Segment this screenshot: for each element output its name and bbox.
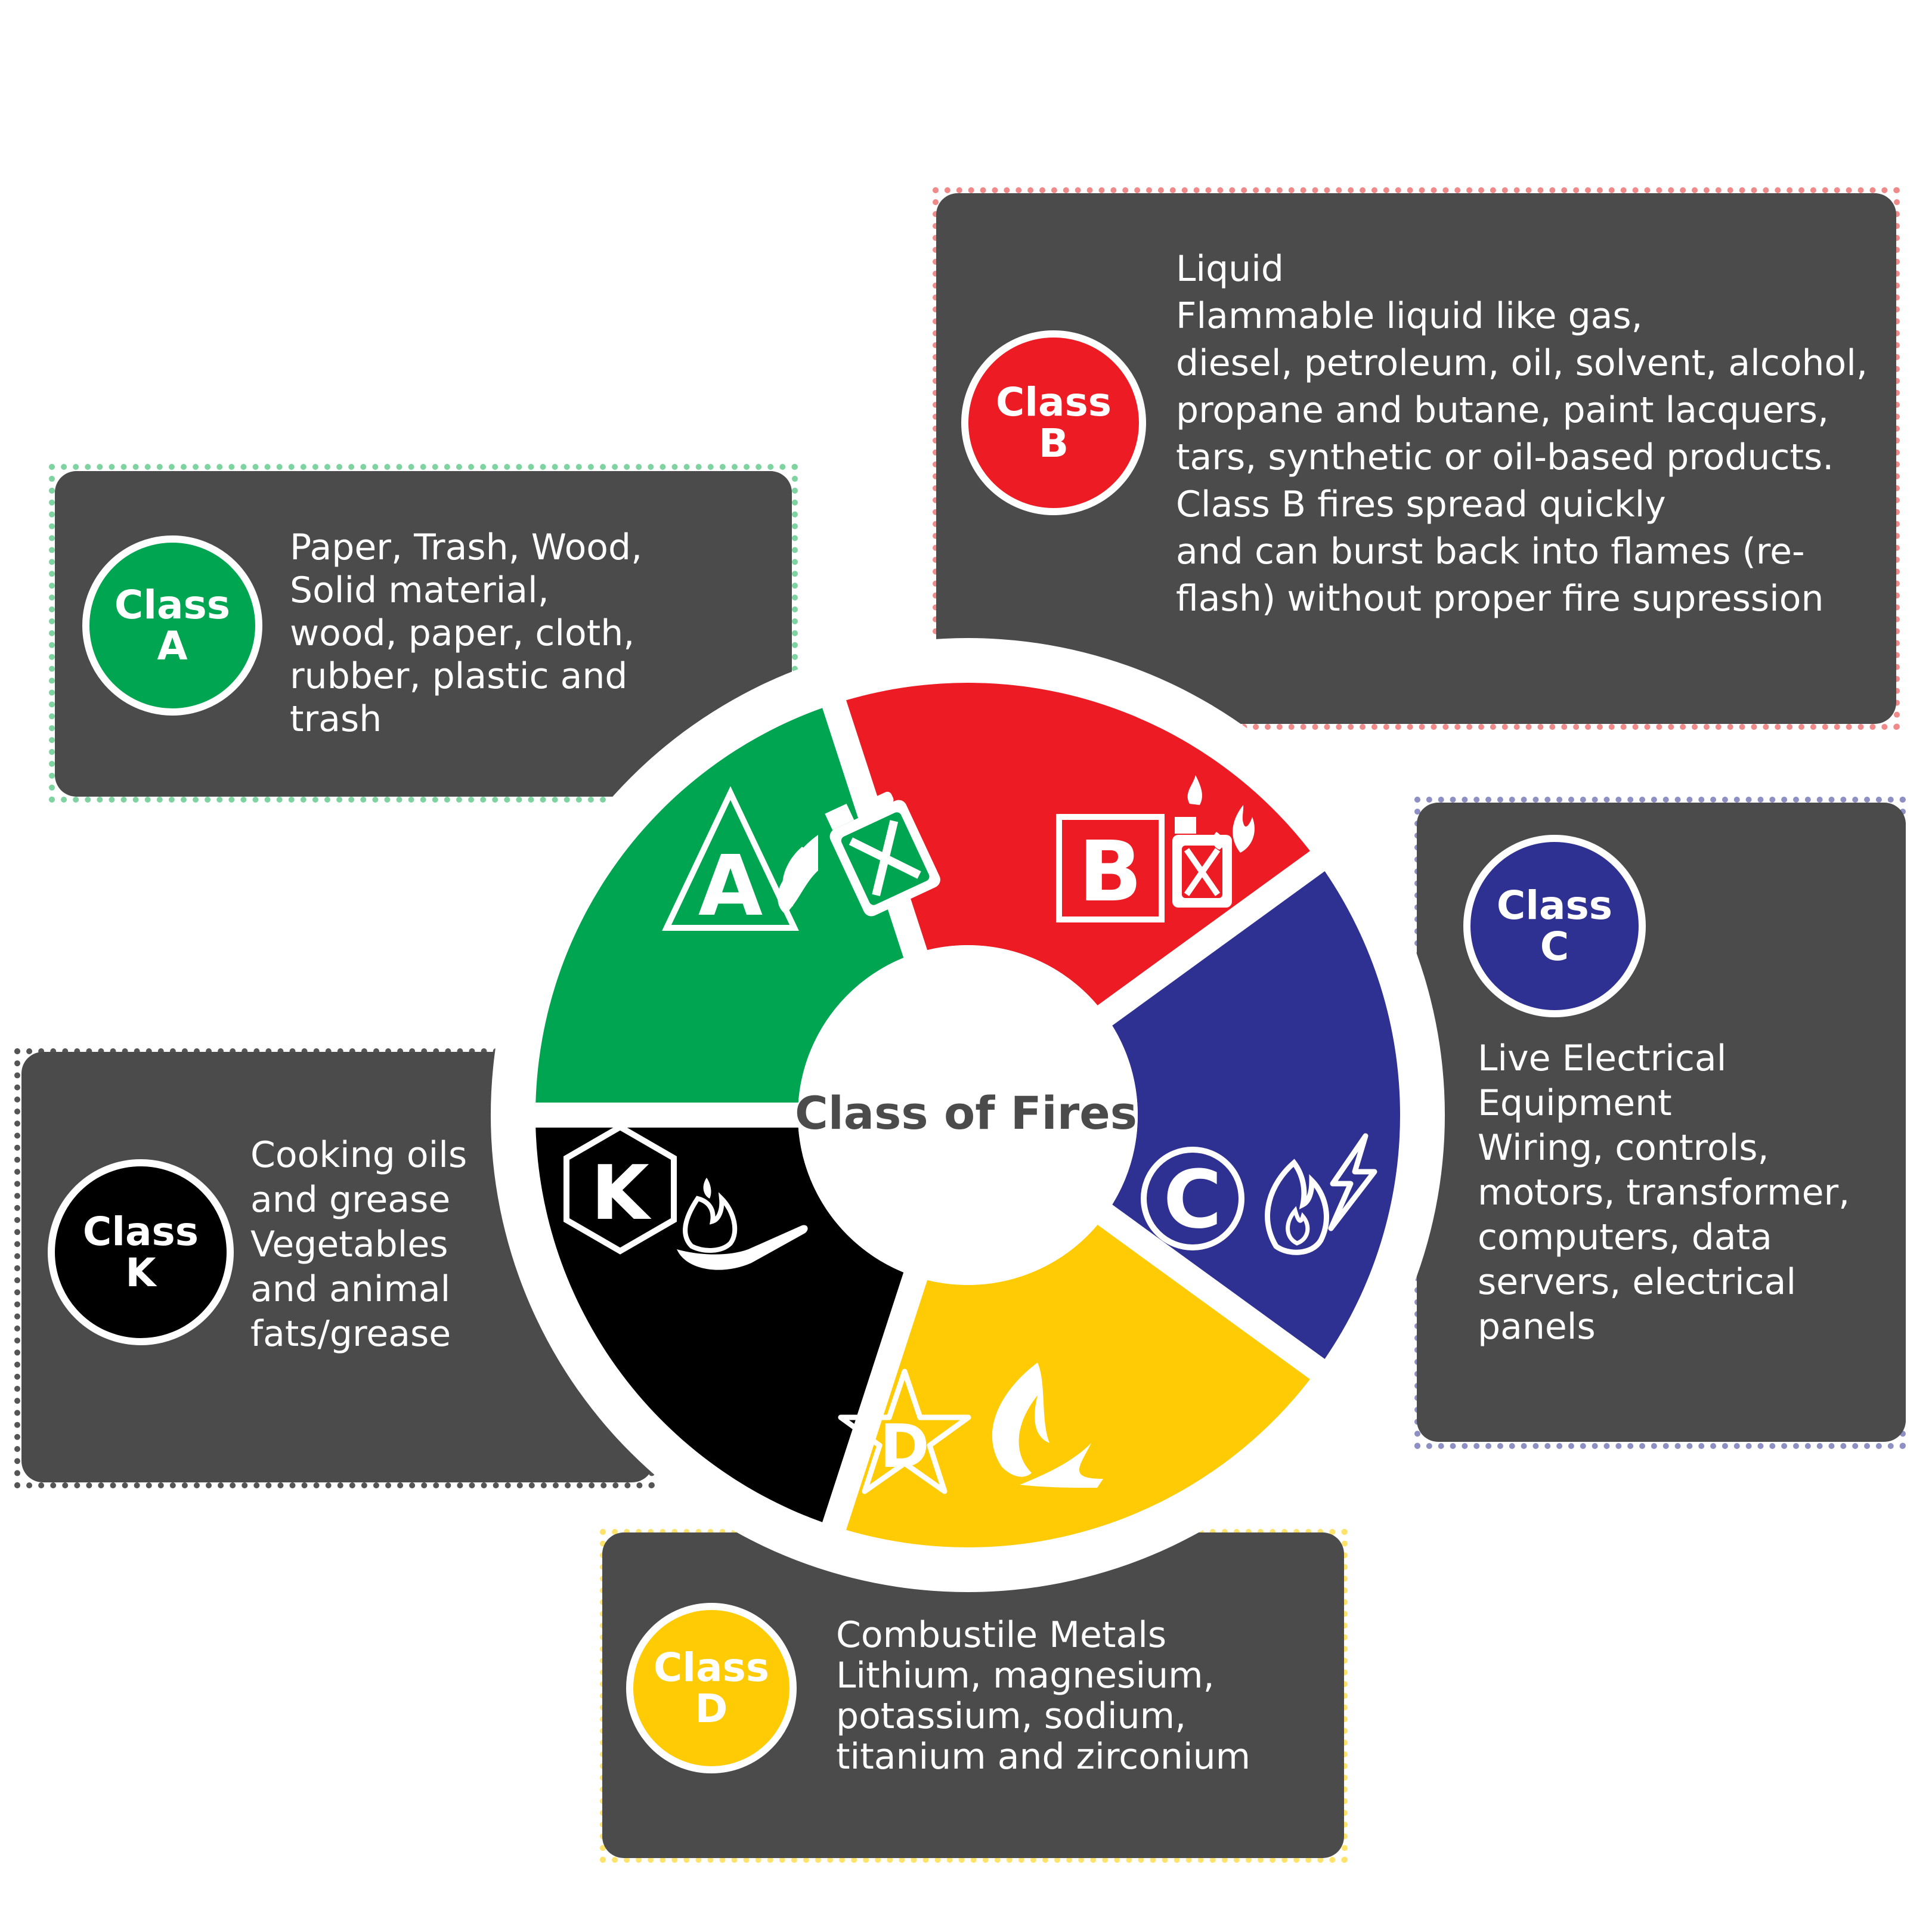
fuel-can-flame-icon: [1172, 775, 1255, 908]
class-k-description: Cooking oils and grease Vegetables and a…: [250, 1134, 467, 1355]
class-k-hexagon-icon: [564, 1123, 677, 1255]
class-a-triangle-icon: [662, 786, 799, 931]
class-d-badge: Class D: [626, 1603, 797, 1773]
class-d-segment-letter: D: [880, 1411, 929, 1481]
metal-flame-icon: [992, 1363, 1103, 1488]
class-b-segment-letter: B: [1079, 823, 1143, 921]
class-b-square-icon: [1056, 814, 1165, 922]
wheel-segment-class-b: [846, 683, 1310, 1005]
burning-fuel-can-icon: [777, 791, 940, 917]
wheel-title: Class of Fires: [795, 1086, 1137, 1140]
wheel-segments: [535, 683, 1400, 1547]
class-a-panel-border: [49, 464, 798, 803]
class-k-badge-word: Class: [82, 1208, 199, 1255]
class-a-badge-letter: A: [157, 623, 188, 669]
class-d-description: Combustile Metals Lithium, magnesium, po…: [836, 1614, 1251, 1778]
class-b-badge-letter: B: [1038, 420, 1069, 466]
wheel-segment-class-a: [535, 708, 904, 1103]
class-a-description: Paper, Trash, Wood, Solid material, wood…: [290, 527, 643, 740]
class-b-panel-border: [933, 187, 1900, 730]
class-c-segment-letter: C: [1163, 1153, 1222, 1246]
class-k-segment-letter: K: [591, 1149, 652, 1237]
class-b-description: Liquid Flammable liquid like gas, diesel…: [1176, 248, 1868, 620]
class-c-badge-letter: C: [1540, 924, 1569, 970]
class-d-badge-word: Class: [653, 1644, 770, 1690]
wheel-segment-class-c: [1112, 871, 1400, 1359]
class-a-badge-word: Class: [114, 581, 231, 628]
class-d-star-icon: [838, 1368, 971, 1494]
electric-flame-icon: [1265, 1133, 1377, 1255]
segment-a-symbols: A: [662, 786, 940, 935]
class-d-badge-letter: D: [695, 1686, 728, 1732]
segment-c-symbols: C: [1141, 1133, 1377, 1255]
class-c-badge-word: Class: [1496, 882, 1613, 928]
wheel-hub: [798, 945, 1138, 1285]
class-k-badge-letter: K: [125, 1250, 156, 1296]
class-a-segment-letter: A: [698, 838, 763, 935]
class-c-description: Live Electrical Equipment Wiring, contro…: [1478, 1038, 1850, 1348]
segment-b-symbols: B: [1056, 775, 1255, 922]
segment-d-symbols: D: [838, 1363, 1103, 1494]
frying-pan-flame-icon: [677, 1178, 808, 1270]
class-c-circle-icon: [1141, 1147, 1244, 1250]
wheel-segment-class-d: [846, 1225, 1310, 1547]
segment-k-symbols: K: [564, 1123, 808, 1270]
class-b-badge-word: Class: [995, 379, 1112, 425]
wheel-segment-class-k: [535, 1127, 904, 1522]
